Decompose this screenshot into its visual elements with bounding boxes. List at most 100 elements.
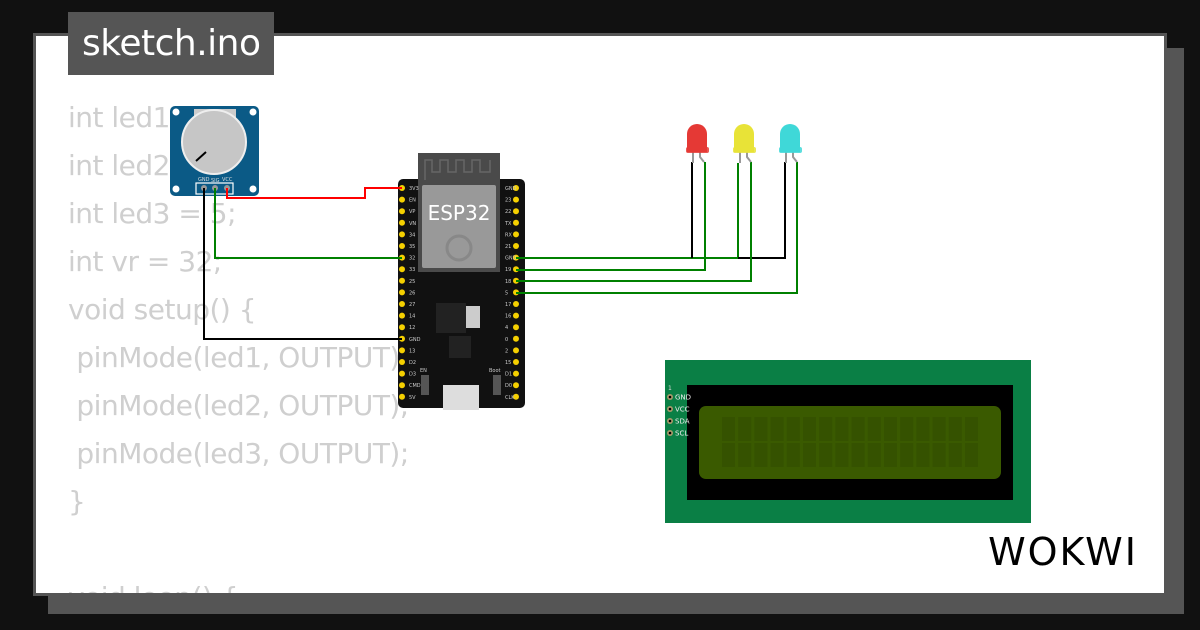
pin-21[interactable] (513, 243, 519, 249)
lcd-cell (835, 443, 849, 467)
pin-label: 14 (409, 314, 415, 320)
lcd-cell (754, 417, 768, 441)
lcd-pin-number: 1 (668, 385, 672, 392)
pin-2[interactable] (513, 347, 519, 354)
pin-label: GND (505, 256, 517, 262)
lcd-cell (819, 417, 833, 441)
pin-15[interactable] (513, 359, 519, 365)
pin-14[interactable] (399, 312, 405, 319)
pin-vp[interactable] (399, 208, 405, 215)
espressif-logo-icon (445, 234, 473, 262)
lcd-pin-vcc[interactable] (668, 407, 672, 411)
pin-label: 4 (505, 325, 508, 331)
pin-tx[interactable] (513, 219, 519, 226)
lcd-character-grid (722, 417, 978, 467)
lcd-cell (786, 417, 800, 441)
pin-d1[interactable] (513, 370, 519, 377)
lcd-cell (932, 417, 946, 441)
pin-label: 13 (409, 348, 415, 354)
pin-label: 33 (409, 267, 415, 273)
lcd-pin-label: GND (675, 394, 691, 402)
pin-label: VP (409, 209, 415, 215)
pin-clk[interactable] (513, 393, 519, 400)
wire-led-cyan-5 (516, 162, 798, 294)
pin-vn[interactable] (399, 219, 405, 226)
pin-label: CMD (409, 383, 421, 389)
lcd-cell (835, 417, 849, 441)
pin-23[interactable] (513, 196, 519, 203)
pin-label-sig: SIG (211, 178, 220, 184)
pin-4[interactable] (513, 324, 519, 331)
pin-34[interactable] (399, 231, 405, 238)
lcd-pin-scl[interactable] (668, 431, 672, 435)
led-red[interactable] (686, 124, 709, 163)
pin-label: RX (505, 232, 512, 238)
potentiometer[interactable]: GND SIG VCC (170, 106, 259, 196)
lcd-pin-label: VCC (675, 406, 690, 414)
code-line: void loop() { (68, 581, 239, 593)
pin-label: 23 (505, 198, 511, 204)
pin-en[interactable] (399, 196, 405, 203)
code-line: pinMode(led1, OUTPUT); (68, 341, 409, 374)
pin-label: 2 (505, 348, 508, 354)
antenna-icon (424, 159, 491, 180)
lcd-cell (722, 443, 735, 467)
pin-label-vcc: VCC (222, 177, 233, 183)
lcd-cell (786, 443, 800, 467)
pin-gnd[interactable] (513, 185, 519, 191)
led-cyan[interactable] (779, 124, 802, 163)
lcd-cell (819, 443, 833, 467)
pin-26[interactable] (399, 289, 405, 296)
lcd-cell (867, 417, 881, 441)
pin-33[interactable] (399, 266, 405, 273)
code-line: int led3 = 5; (68, 197, 237, 230)
pin-label: 27 (409, 302, 415, 308)
lcd-pin-gnd[interactable] (668, 395, 672, 399)
pin-label: GND (505, 186, 517, 192)
lcd-cell (884, 443, 897, 467)
pin-25[interactable] (399, 277, 405, 284)
pin-35[interactable] (399, 243, 405, 249)
lcd-cell (948, 417, 962, 441)
lcd-cell (900, 417, 914, 441)
code-line: pinMode(led3, OUTPUT); (68, 437, 409, 470)
wire-led-yellow-18 (516, 162, 752, 282)
pin-d3[interactable] (399, 370, 405, 377)
pin-d0[interactable] (513, 382, 519, 389)
lcd-pin-sda[interactable] (668, 419, 672, 423)
lcd-cell (916, 417, 930, 441)
en-label: EN (420, 368, 427, 374)
lcd-cell (803, 443, 816, 467)
code-line: int led2 (68, 149, 171, 182)
pin-d2[interactable] (399, 359, 405, 365)
led-yellow[interactable] (733, 124, 756, 163)
pin-label: GND (409, 337, 421, 343)
pin-0[interactable] (513, 335, 519, 342)
pin-label: 26 (409, 290, 415, 296)
left-pin-header: 3V3ENVPVN343532332526271412GND13D2D3CMD5… (399, 185, 421, 401)
pin-13[interactable] (399, 347, 405, 354)
pin-rx[interactable] (513, 231, 519, 238)
lcd-cell (770, 443, 784, 467)
pin-16[interactable] (513, 312, 519, 319)
pin-22[interactable] (513, 208, 519, 215)
chip (449, 336, 471, 358)
pin-27[interactable] (399, 301, 405, 307)
pin-label: D0 (505, 383, 512, 389)
pin-17[interactable] (513, 301, 519, 307)
lcd-cell (867, 443, 881, 467)
pin-5v[interactable] (399, 393, 405, 400)
lcd-cell (965, 443, 978, 467)
usb-port[interactable] (443, 385, 479, 410)
lcd-cell (916, 443, 930, 467)
pin-label: 35 (409, 244, 415, 250)
lcd-cell (803, 417, 816, 441)
pin-12[interactable] (399, 324, 405, 331)
boot-button[interactable] (493, 375, 501, 395)
esp32-board[interactable]: ESP32 EN Boot 3V3ENVPVN34353233252627141… (398, 153, 525, 410)
pin-cmd[interactable] (399, 382, 405, 389)
en-button[interactable] (421, 375, 429, 395)
pin-label: EN (409, 198, 416, 204)
